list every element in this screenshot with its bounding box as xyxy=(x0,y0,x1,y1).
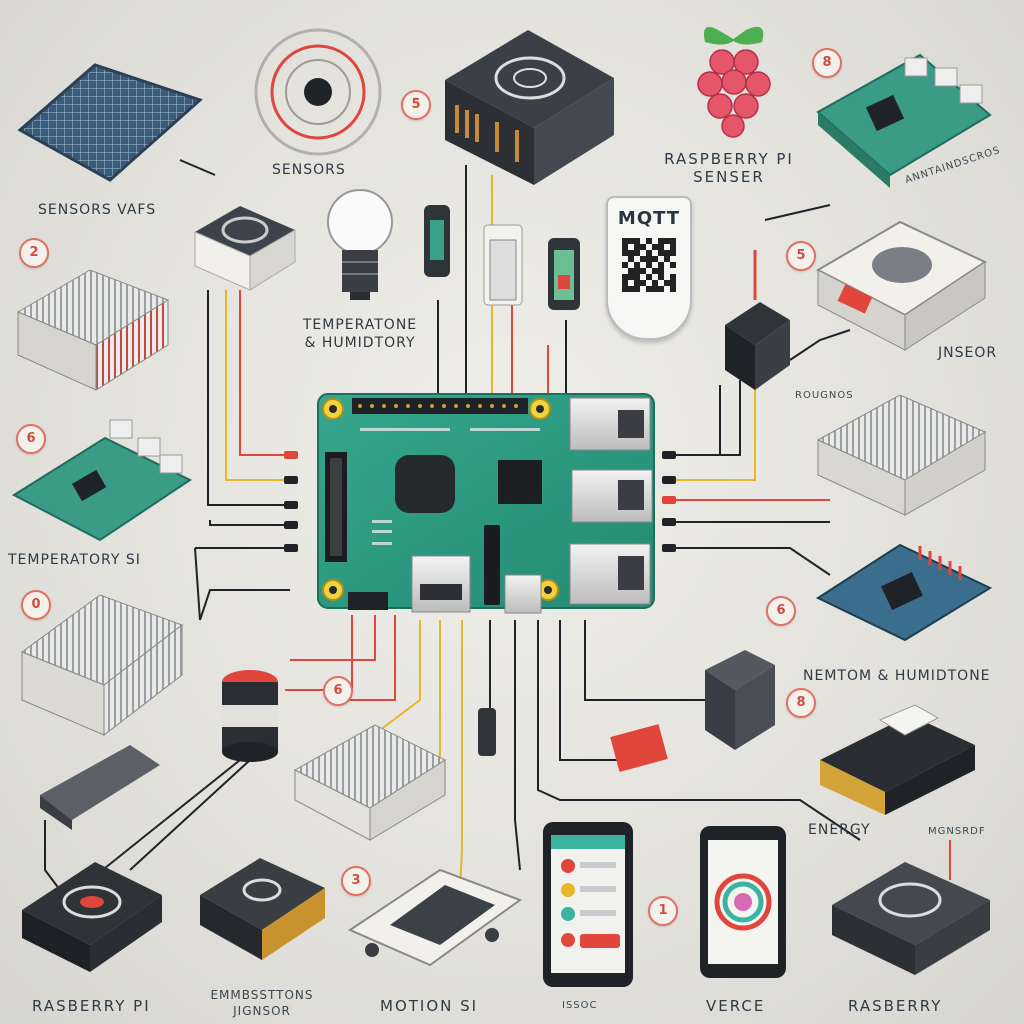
button-sensor-icon xyxy=(222,670,278,762)
raspberry-pi-board xyxy=(317,393,655,614)
mqtt-label: MQTT xyxy=(617,208,681,229)
label-verce: VERCE xyxy=(706,997,766,1015)
label-temp-humidity: TEMPERATONE & HUMIDTORY xyxy=(303,316,417,352)
label-energy-sensor-line1: EMMBSSTTONS xyxy=(210,988,314,1002)
label-energy-sensor-line2: JIGNSOR xyxy=(233,1004,291,1018)
label-motion: MOTION SI xyxy=(380,997,479,1015)
label-sensor-right: JNSEOR xyxy=(938,345,998,361)
power-bank-icon xyxy=(820,704,975,815)
number-badge: 3 xyxy=(341,866,371,896)
mqtt-qr-icon: MQTT xyxy=(606,196,692,340)
rotary-dial-icon xyxy=(700,826,786,978)
light-bulb-icon xyxy=(327,189,393,300)
label-raspberry-pi-bottom: RASBERRY PI xyxy=(32,997,151,1015)
label-energy-sensor: EMMBSSTTONS JIGNSOR xyxy=(210,987,313,1019)
label-raspberry-pi-senser: RASPBERRY PI SENSER xyxy=(664,150,794,186)
number-badge: 5 xyxy=(401,90,431,120)
relay-module-icon xyxy=(705,650,775,750)
label-energy-right: MGNSRDF xyxy=(928,826,986,837)
label-temp-humidity-line2: & HUMIDTORY xyxy=(304,335,416,351)
number-badge: 6 xyxy=(16,424,46,454)
number-badge: 5 xyxy=(786,241,816,271)
wire-caps xyxy=(284,451,676,552)
sensor-box-icon xyxy=(194,206,296,291)
heatsink-icon xyxy=(16,269,170,391)
label-energy: ENERGY xyxy=(808,822,871,838)
label-under-sensor: ROUGNOS xyxy=(795,390,854,401)
usb-device-icon xyxy=(40,745,160,830)
connector-icon xyxy=(424,205,580,310)
number-badge: 1 xyxy=(648,896,678,926)
radar-sensor-icon xyxy=(254,28,382,156)
number-badge: 2 xyxy=(19,238,49,268)
number-badge: 8 xyxy=(812,48,842,78)
pi-case-icon xyxy=(22,862,162,972)
raspberry-logo-icon xyxy=(697,26,771,138)
heatsink-icon xyxy=(20,594,184,737)
smartphone-icon xyxy=(543,822,633,987)
energy-sensor-icon xyxy=(200,858,325,960)
number-badge: 8 xyxy=(786,688,816,718)
label-phone-small: ISSOC xyxy=(562,1000,598,1011)
motion-sensor-icon xyxy=(347,868,523,967)
number-badge: 0 xyxy=(21,590,51,620)
sensor-box-icon xyxy=(293,724,447,841)
pi-case-icon xyxy=(832,862,990,975)
microcontroller-board-icon xyxy=(816,53,992,188)
label-raspberry-pi-line1: RASPBERRY PI xyxy=(664,150,794,168)
label-sensors-left: SENSORS VAFS xyxy=(38,202,157,218)
relay-module-icon xyxy=(725,302,790,390)
label-raspberry-pi-line2: SENSER xyxy=(693,168,765,186)
label-raspberry-right: RASBERRY xyxy=(848,997,943,1015)
solar-panel-icon xyxy=(17,63,203,182)
small-connector-icon xyxy=(478,708,668,772)
heatsink-icon xyxy=(816,394,987,516)
label-temperature-sensor: TEMPERATORY SI xyxy=(8,552,141,568)
label-sensors-top: SENSORS xyxy=(272,162,346,178)
processor-module-icon xyxy=(445,30,614,185)
microcontroller-board-icon xyxy=(11,419,192,542)
number-badge: 6 xyxy=(323,676,353,706)
label-nemtom-humidity: NEMTOM & HUMIDTONE xyxy=(803,668,991,684)
label-temp-humidity-line1: TEMPERATONE xyxy=(302,317,418,333)
wifi-module-icon xyxy=(815,220,988,351)
qr-code xyxy=(622,238,676,292)
circuit-board-icon xyxy=(815,543,993,642)
number-badge: 6 xyxy=(766,596,796,626)
wire-group xyxy=(44,159,951,891)
